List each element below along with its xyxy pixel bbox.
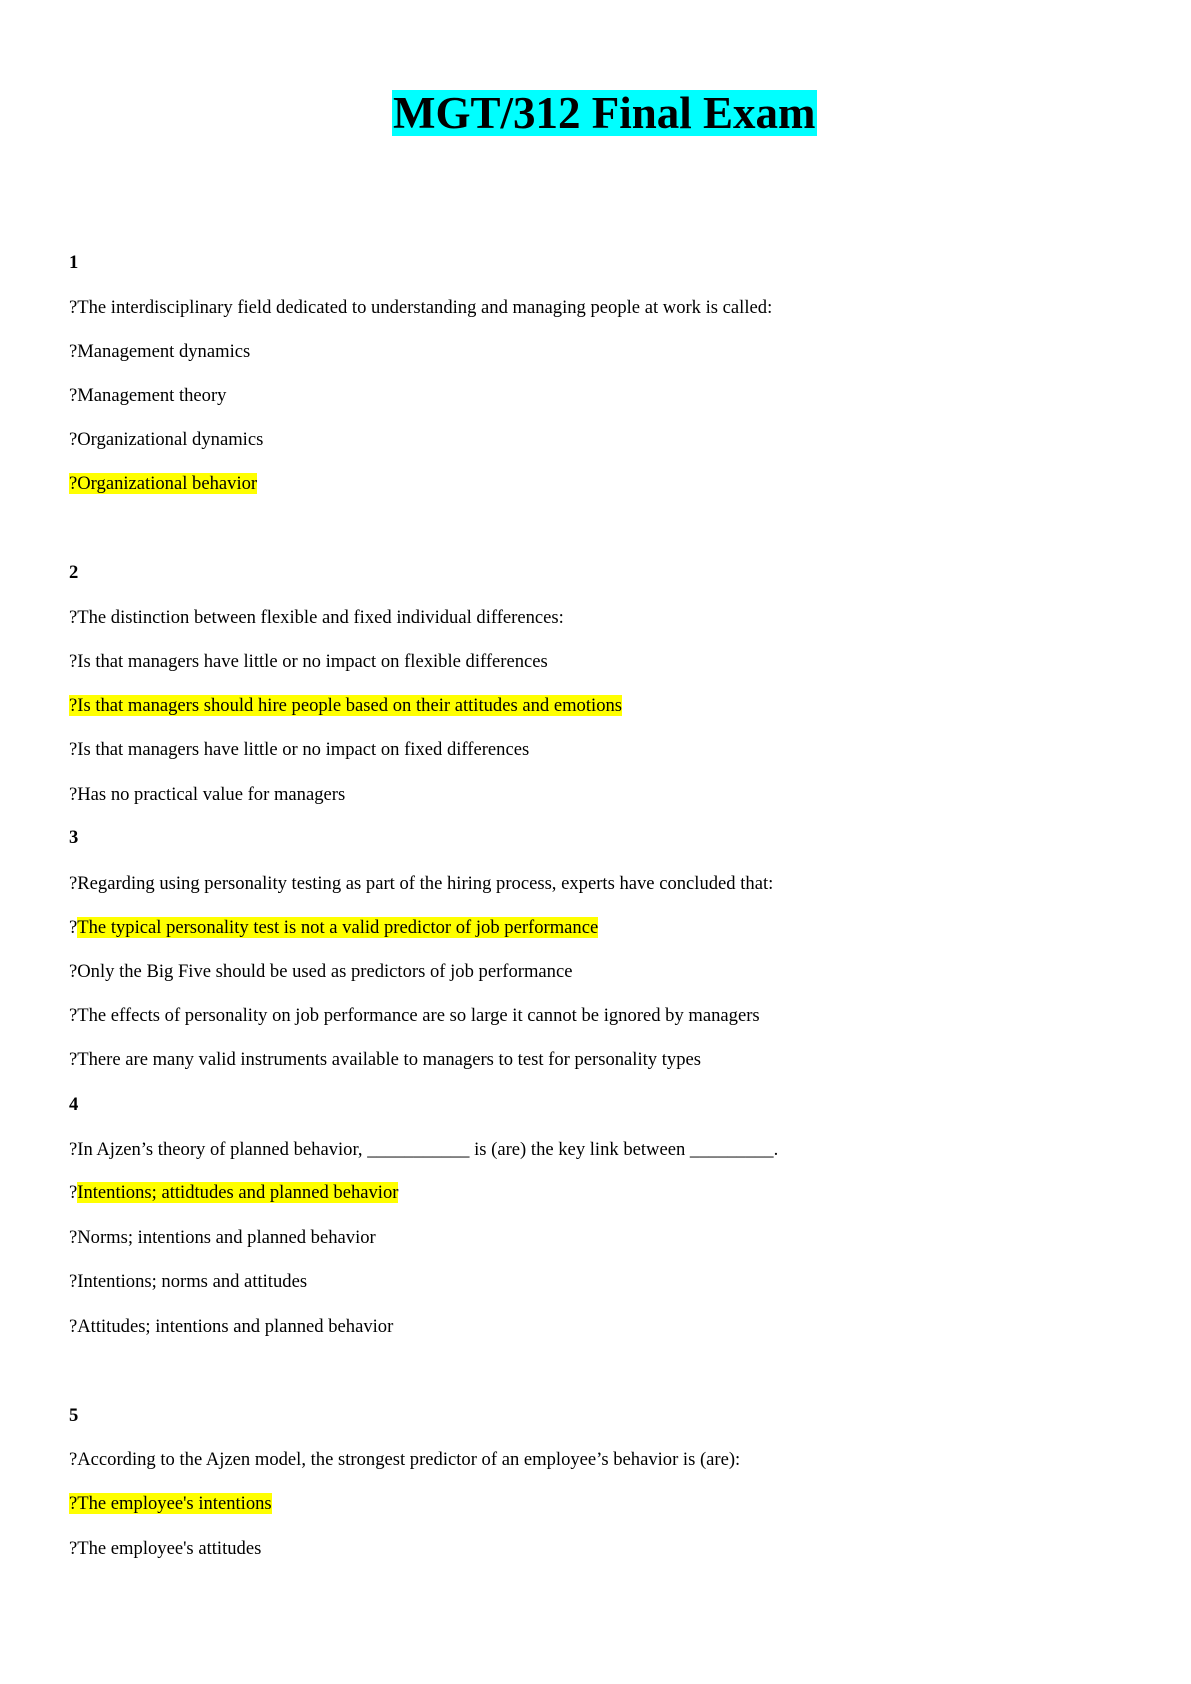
option-text: ?Is that managers should hire people bas…: [69, 695, 623, 716]
option-text: ?Attitudes; intentions and planned behav…: [69, 1316, 394, 1337]
answer-option: ?Only the Big Five should be used as pre…: [69, 961, 572, 983]
answer-option: ?The employee's attitudes: [69, 1538, 261, 1560]
answer-option-correct: ?The employee's intentions: [69, 1493, 272, 1515]
question-prompt: ?Regarding using personality testing as …: [69, 873, 774, 894]
option-text: ?Is that managers have little or no impa…: [69, 651, 548, 672]
answer-option-correct: ?Is that managers should hire people bas…: [69, 695, 623, 717]
answer-option: ?Management dynamics: [69, 341, 250, 363]
option-text: The typical personality test is not a va…: [77, 917, 599, 938]
question-prompt: ?The interdisciplinary field dedicated t…: [69, 297, 773, 318]
answer-option: ?Norms; intentions and planned behavior: [69, 1227, 376, 1249]
question-prompt: ?In Ajzen’s theory of planned behavior, …: [69, 1139, 779, 1160]
answer-option: ?The effects of personality on job perfo…: [69, 1005, 760, 1027]
option-text: ?There are many valid instruments availa…: [69, 1049, 701, 1070]
question-number: 1: [69, 252, 79, 273]
answer-option: ?Is that managers have little or no impa…: [69, 739, 529, 761]
answer-option-correct: ?Intentions; attidtudes and planned beha…: [69, 1182, 399, 1204]
option-text: ?Management theory: [69, 385, 227, 406]
question-number: 3: [69, 827, 79, 848]
question-number: 4: [69, 1094, 79, 1115]
option-text: ?Only the Big Five should be used as pre…: [69, 961, 573, 982]
option-text: ?Norms; intentions and planned behavior: [69, 1227, 376, 1248]
answer-option: ?There are many valid instruments availa…: [69, 1049, 701, 1071]
option-text: ?The employee's attitudes: [69, 1538, 262, 1559]
question-number: 2: [69, 562, 79, 583]
option-text: ?The employee's intentions: [69, 1493, 272, 1514]
option-text: ?Intentions; norms and attitudes: [69, 1271, 308, 1292]
answer-option: ?Organizational dynamics: [69, 429, 263, 451]
document-title: MGT/312 Final Exam: [392, 88, 817, 138]
option-prefix: ?: [69, 917, 78, 938]
question-number: 5: [69, 1405, 79, 1426]
answer-option-correct: ?Organizational behavior: [69, 473, 258, 495]
answer-option: ?Intentions; norms and attitudes: [69, 1271, 307, 1293]
answer-option-correct: ?The typical personality test is not a v…: [69, 917, 599, 939]
option-text: ?The effects of personality on job perfo…: [69, 1005, 760, 1026]
option-text: ?Organizational behavior: [69, 473, 258, 494]
question-prompt: ?The distinction between flexible and fi…: [69, 607, 564, 628]
option-text: ?Management dynamics: [69, 341, 251, 362]
option-text: ?Has no practical value for managers: [69, 784, 346, 805]
answer-option: ?Has no practical value for managers: [69, 784, 345, 806]
option-text: ?Organizational dynamics: [69, 429, 264, 450]
answer-option: ?Management theory: [69, 385, 226, 407]
option-prefix: ?: [69, 1182, 78, 1203]
answer-option: ?Attitudes; intentions and planned behav…: [69, 1316, 393, 1338]
question-prompt: ?According to the Ajzen model, the stron…: [69, 1449, 741, 1470]
option-text: Intentions; attidtudes and planned behav…: [77, 1182, 399, 1203]
answer-option: ?Is that managers have little or no impa…: [69, 651, 548, 673]
option-text: ?Is that managers have little or no impa…: [69, 739, 530, 760]
